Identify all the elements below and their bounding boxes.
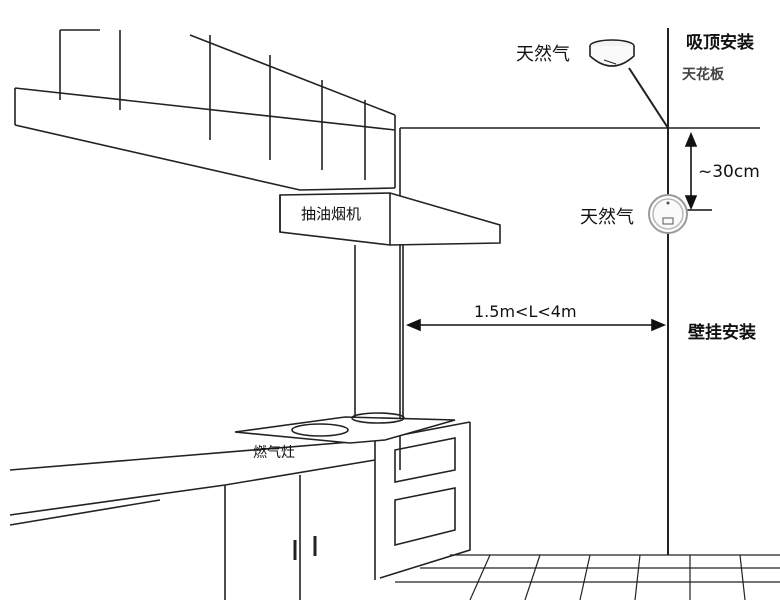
gas-stove-label: 燃气灶 (253, 445, 295, 461)
upper-cabinets (14, 29, 396, 191)
ceiling-label: 天花板 (682, 67, 724, 83)
counter-cabinets (9, 421, 471, 600)
ceiling-mount-label: 吸顶安装 (686, 33, 754, 53)
ceiling-distance-label: ~30cm (698, 162, 760, 182)
range-hood-label: 抽油烟机 (301, 205, 362, 223)
range-distance-label: 1.5m<L<4m (474, 302, 577, 321)
distance-arrow-horizontal (405, 318, 667, 332)
wall-mount-label: 壁挂安装 (688, 323, 756, 343)
wall-detector-label: 天然气 (580, 207, 634, 228)
range-hood (279, 192, 501, 430)
floor-tiles (395, 554, 780, 600)
gas-stove (234, 412, 456, 444)
wall-gas-detector-icon (648, 194, 688, 234)
ceiling-gas-detector-icon (589, 39, 669, 129)
ceiling-detector-label: 天然气 (516, 44, 570, 65)
